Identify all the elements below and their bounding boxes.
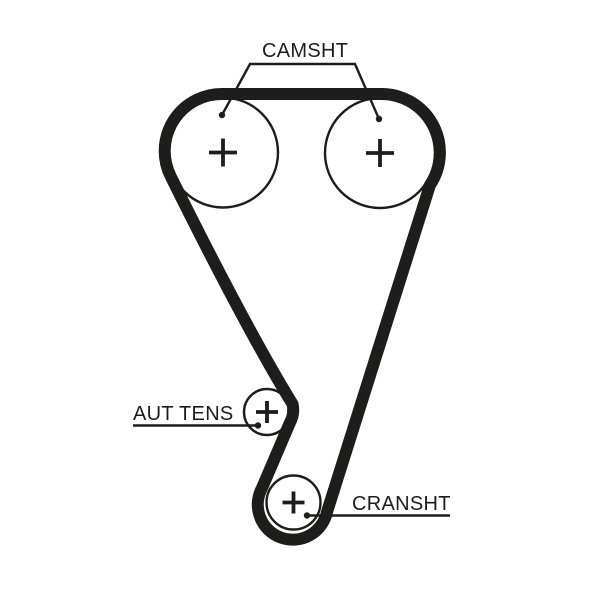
- camshaft-leader-dot-left: [218, 111, 226, 119]
- crankshaft-leader-dot: [303, 512, 311, 519]
- camshaft-left-center-mark: [209, 138, 237, 167]
- camshaft-leader-bracket: [220, 62, 381, 120]
- camshaft-right-center-mark: [366, 139, 394, 167]
- crankshaft-label: CRANSHT: [352, 493, 451, 515]
- timing-belt: [158, 87, 446, 546]
- camshaft-leader-dot-right: [375, 115, 383, 123]
- tensioner-leader-dot: [254, 422, 262, 429]
- camshaft-label: CAMSHT: [262, 40, 348, 62]
- tensioner-label: AUT TENS: [133, 403, 234, 425]
- crankshaft-center-mark: [282, 491, 305, 514]
- tensioner-center-mark: [256, 401, 278, 423]
